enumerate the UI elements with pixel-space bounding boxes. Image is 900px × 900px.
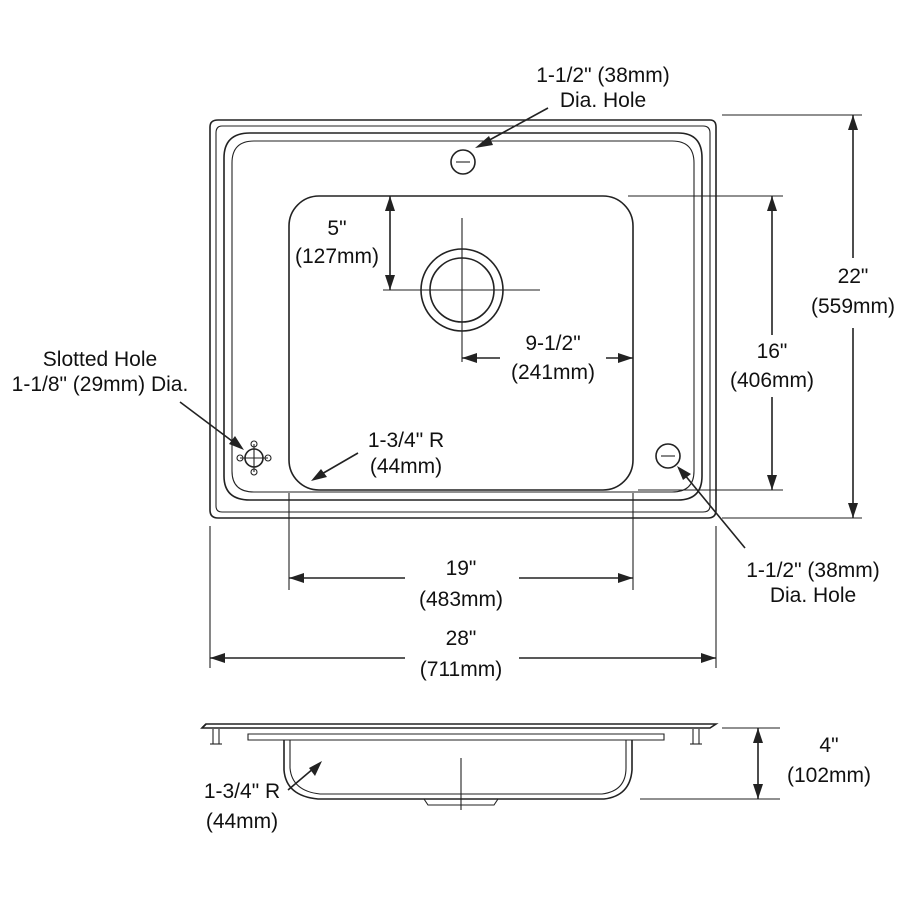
slotted-hole-icon (236, 440, 272, 476)
bowl-length-dimension: 16" (406mm) (628, 195, 822, 491)
bowl-radius-callout: 1-3/4" R (44mm) (311, 429, 444, 481)
sink-bowl (288, 195, 634, 491)
drain-offset-label-2: (127mm) (295, 245, 379, 268)
mounting-clip-icon (690, 729, 702, 745)
sink-deck-edge (223, 132, 703, 501)
bowl-width-label-2: (483mm) (419, 588, 503, 611)
top-hole-label-2: Dia. Hole (560, 89, 646, 112)
bowl-radius-label-2: (44mm) (370, 455, 442, 478)
top-view (209, 119, 717, 519)
bowl-depth-dimension: 4" (102mm) (640, 727, 871, 800)
overall-length-label-1: 22" (838, 265, 869, 288)
top-hole-callout: 1-1/2" (38mm) Dia. Hole (475, 64, 670, 148)
faucet-hole-right (655, 443, 681, 469)
mounting-clip-icon (210, 729, 222, 745)
sink-deck-inner (231, 140, 695, 493)
bowl-width-label-1: 19" (446, 557, 477, 580)
slotted-hole-callout: Slotted Hole 1-1/8" (29mm) Dia. (12, 348, 244, 450)
right-hole-label-1: 1-1/2" (38mm) (746, 559, 880, 582)
slotted-hole-label-1: Slotted Hole (43, 348, 157, 371)
slotted-hole-label-2: 1-1/8" (29mm) Dia. (12, 373, 189, 396)
side-radius-label-1: 1-3/4" R (204, 780, 280, 803)
overall-width-dimension: 28" (711mm) (209, 526, 717, 692)
side-radius-callout: 1-3/4" R (44mm) (204, 761, 322, 833)
overall-length-dimension: 22" (559mm) (722, 114, 900, 519)
drain-to-side-dimension: 9-1/2" (241mm) (462, 332, 633, 384)
sink-rim-second (215, 125, 711, 513)
drain-to-side-label-2: (241mm) (511, 361, 595, 384)
bowl-radius-label-1: 1-3/4" R (368, 429, 444, 452)
faucet-hole-top (450, 149, 476, 175)
bowl-depth-label-2: (102mm) (787, 764, 871, 787)
bowl-length-label-2: (406mm) (730, 369, 814, 392)
bowl-depth-label-1: 4" (819, 734, 838, 757)
side-radius-label-2: (44mm) (206, 810, 278, 833)
sink-rim-outer (209, 119, 717, 519)
right-hole-callout: 1-1/2" (38mm) Dia. Hole (677, 466, 880, 607)
bowl-length-label-1: 16" (757, 340, 788, 363)
bowl-width-dimension: 19" (483mm) (288, 493, 634, 614)
bowl-profile (283, 740, 633, 800)
overall-length-label-2: (559mm) (811, 295, 895, 318)
overall-width-label-2: (711mm) (420, 658, 502, 681)
overall-width-label-1: 28" (446, 627, 477, 650)
side-view (200, 723, 719, 810)
right-hole-label-2: Dia. Hole (770, 584, 856, 607)
drain-offset-dimension: 5" (127mm) (295, 196, 462, 291)
drain-to-side-label-1: 9-1/2" (525, 332, 580, 355)
drain-offset-label-1: 5" (327, 217, 346, 240)
top-hole-label-1: 1-1/2" (38mm) (536, 64, 670, 87)
